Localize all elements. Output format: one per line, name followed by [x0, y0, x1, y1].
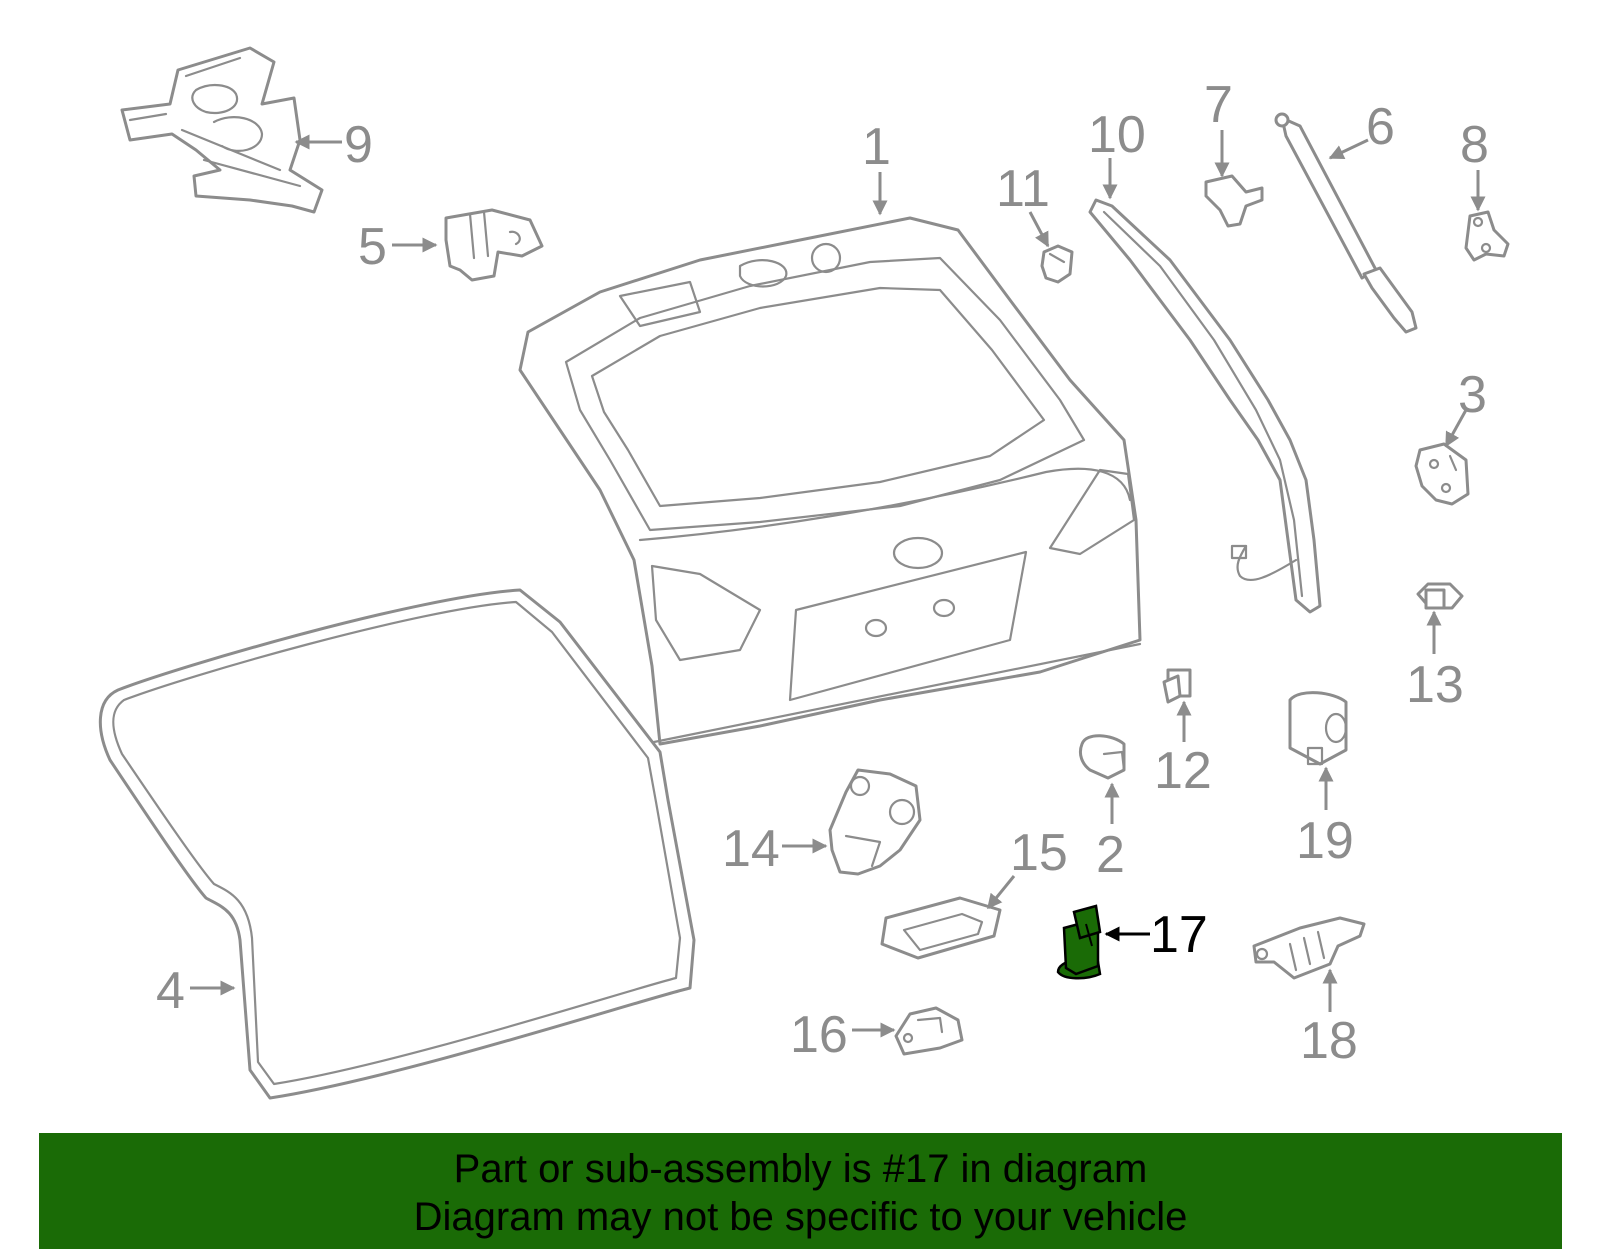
callout-16: 16	[790, 1006, 896, 1064]
callout-7: 7	[1204, 76, 1233, 178]
part-6-strut	[1274, 112, 1418, 334]
svg-text:4: 4	[156, 962, 185, 1020]
svg-text:9: 9	[344, 116, 373, 174]
callout-9: 9	[294, 116, 373, 174]
svg-text:16: 16	[790, 1006, 848, 1064]
callout-18: 18	[1300, 968, 1358, 1070]
part-18-latch	[1252, 916, 1366, 980]
callout-2: 2	[1096, 782, 1125, 884]
part-2-stop	[1078, 734, 1126, 780]
svg-text:14: 14	[722, 820, 780, 878]
callout-6: 6	[1328, 98, 1395, 160]
part-10-channel	[1088, 198, 1322, 614]
banner-line-2: Diagram may not be specific to your vehi…	[413, 1195, 1188, 1239]
part-1-back-door	[518, 216, 1142, 746]
callout-12: 12	[1154, 700, 1212, 800]
svg-text:15: 15	[1010, 824, 1068, 882]
svg-text:17: 17	[1150, 906, 1208, 964]
callout-1: 1	[862, 118, 891, 216]
svg-text:18: 18	[1300, 1012, 1358, 1070]
part-8-bracket	[1464, 210, 1510, 262]
callout-13: 13	[1406, 610, 1464, 714]
callout-5: 5	[358, 218, 438, 276]
info-banner: Part or sub-assembly is #17 in diagram D…	[39, 1133, 1562, 1249]
part-7-bracket	[1204, 174, 1264, 228]
callout-11: 11	[996, 160, 1050, 248]
part-5-hinge	[444, 208, 544, 282]
part-17-switch-highlighted	[1056, 904, 1102, 980]
callout-15: 15	[986, 824, 1068, 910]
part-14-lock	[828, 768, 922, 876]
part-9-lift-motor	[120, 46, 324, 214]
svg-text:12: 12	[1154, 742, 1212, 800]
callout-4: 4	[156, 962, 236, 1020]
svg-text:7: 7	[1204, 76, 1233, 134]
svg-text:3: 3	[1458, 366, 1487, 424]
part-13-bolt	[1416, 582, 1464, 610]
part-19-switch	[1288, 691, 1348, 766]
part-11-clip	[1040, 244, 1074, 284]
callout-10: 10	[1088, 106, 1146, 200]
callout-3: 3	[1444, 366, 1487, 448]
callout-8: 8	[1460, 116, 1489, 212]
svg-text:2: 2	[1096, 826, 1125, 884]
part-3-striker	[1414, 442, 1470, 506]
callout-14: 14	[722, 820, 828, 878]
part-16-bracket	[894, 1006, 964, 1056]
part-4-weatherstrip	[98, 588, 696, 1100]
banner-line-1: Part or sub-assembly is #17 in diagram	[453, 1147, 1148, 1191]
svg-text:6: 6	[1366, 98, 1395, 156]
callout-19: 19	[1296, 766, 1354, 870]
part-12-clip	[1162, 668, 1192, 704]
part-15-handle	[880, 896, 1002, 960]
svg-text:8: 8	[1460, 116, 1489, 174]
svg-text:13: 13	[1406, 656, 1464, 714]
parts-diagram: 9 5 1 11	[98, 46, 1510, 1100]
svg-text:10: 10	[1088, 106, 1146, 164]
svg-text:11: 11	[996, 160, 1050, 218]
svg-text:19: 19	[1296, 812, 1354, 870]
svg-text:5: 5	[358, 218, 387, 276]
svg-text:1: 1	[862, 118, 891, 176]
callout-17: 17	[1104, 906, 1208, 964]
